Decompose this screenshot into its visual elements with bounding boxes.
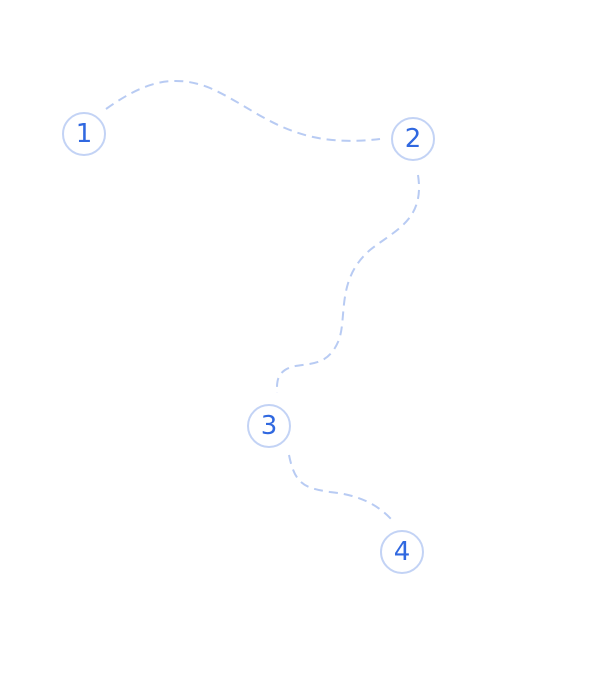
connector-1-2 <box>105 80 381 142</box>
node-3[interactable]: 3 <box>247 404 291 448</box>
node-4[interactable]: 4 <box>380 530 424 574</box>
connector-2-3 <box>275 174 421 394</box>
node-2[interactable]: 2 <box>391 117 435 161</box>
node-1[interactable]: 1 <box>62 112 106 156</box>
node-label: 4 <box>393 537 411 567</box>
connector-3-4 <box>288 454 393 521</box>
node-label: 3 <box>260 411 278 441</box>
node-label: 1 <box>75 119 93 149</box>
node-label: 2 <box>404 124 422 154</box>
